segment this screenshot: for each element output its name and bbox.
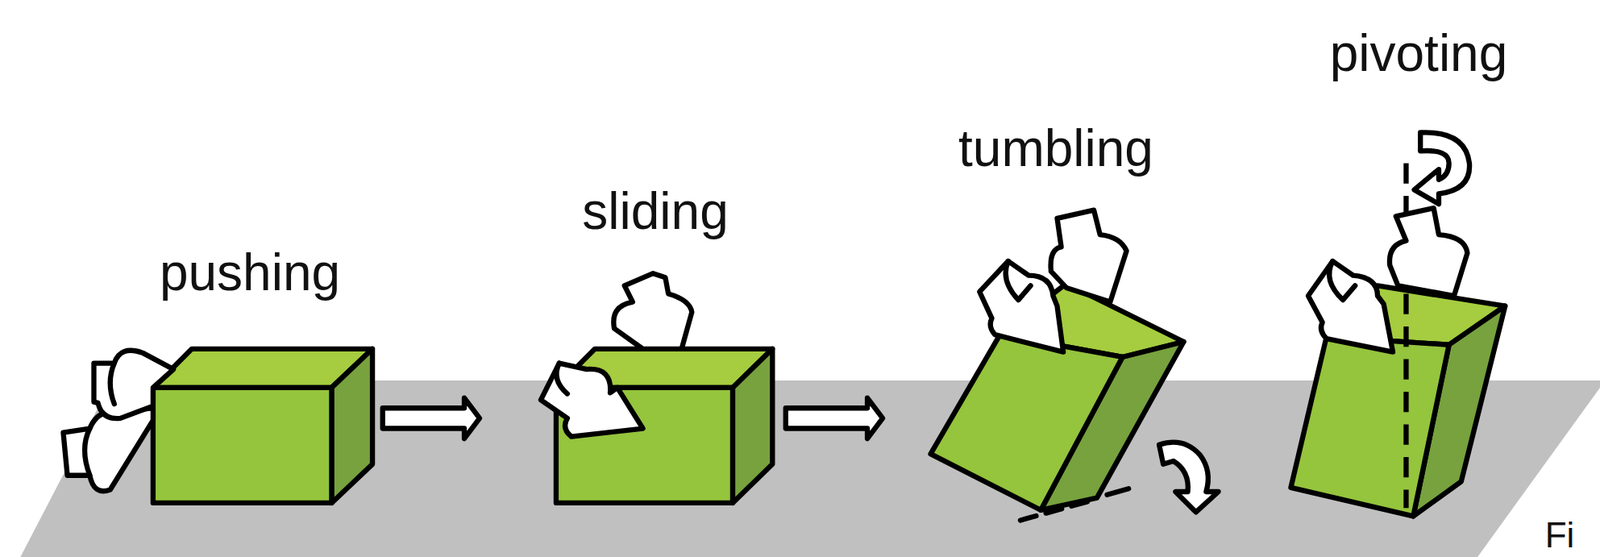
- fingers-pushing: [62, 350, 174, 491]
- arrow-right: [785, 398, 883, 440]
- fingers-sliding: [540, 273, 692, 437]
- rotation-arrow: [1159, 442, 1218, 513]
- motion-label: Fi: [1545, 517, 1576, 553]
- motion-label: sliding: [581, 185, 728, 237]
- motion-label: pivoting: [1329, 27, 1509, 79]
- rotation-arrow: [1414, 132, 1471, 204]
- motion-label: pushing: [159, 246, 341, 299]
- tumble-axis: [1107, 488, 1130, 495]
- fingers-tumbling: [979, 210, 1127, 353]
- fingers-pivoting: [1308, 207, 1468, 352]
- motion-label: tumbling: [958, 122, 1154, 175]
- tumble-axis: [1020, 499, 1094, 520]
- box-pushing: [153, 349, 373, 503]
- arrow-right: [382, 398, 480, 440]
